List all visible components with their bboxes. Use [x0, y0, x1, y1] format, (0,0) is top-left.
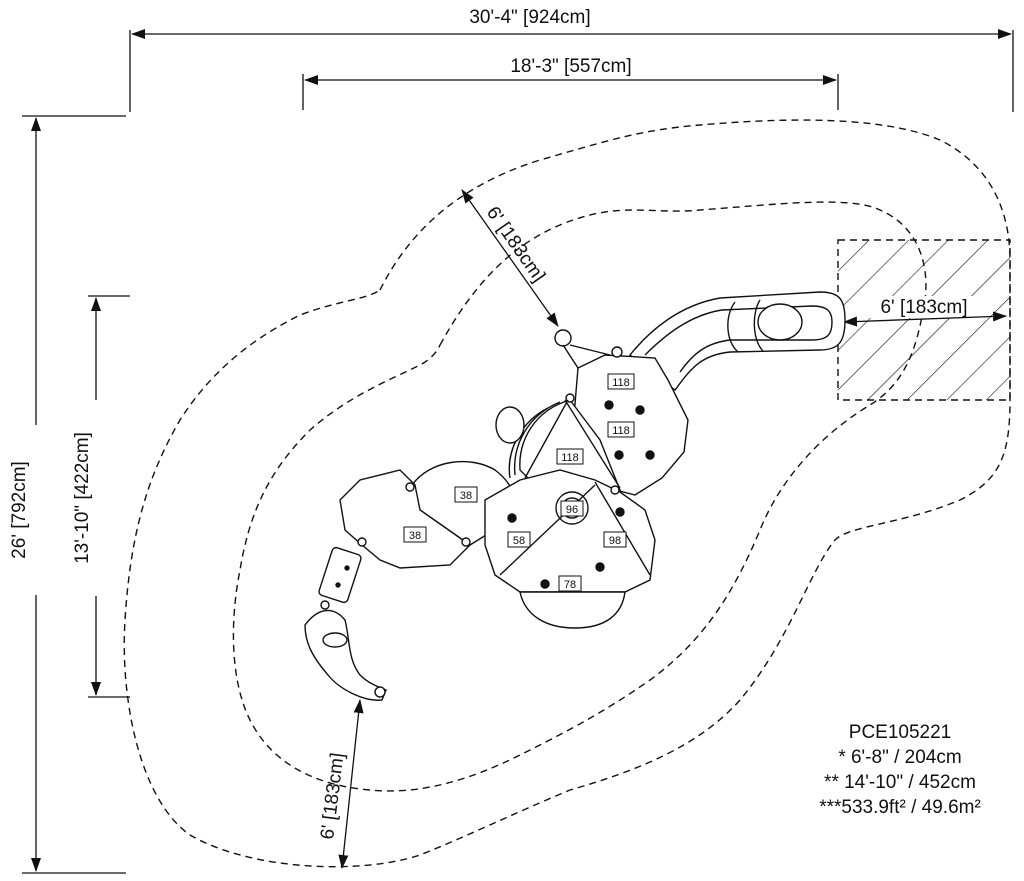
deck-label-78: 78 [558, 575, 582, 592]
structure-width-label: 18'-3" [557cm] [510, 56, 631, 77]
use-zone-upper-dimension [461, 189, 559, 327]
model-number: PCE105221 [848, 722, 952, 743]
structure-depth-label: 13'-10" [422cm] [72, 432, 93, 564]
svg-text:118: 118 [612, 377, 630, 389]
dimension-overall-width [129, 29, 1014, 112]
overall-depth-label: 26' [792cm] [9, 461, 30, 559]
deck-label-38-lower: 38 [403, 526, 427, 543]
play-structure [304, 291, 846, 701]
svg-text:118: 118 [612, 425, 630, 437]
svg-text:118: 118 [561, 452, 579, 464]
deck-label-96: 96 [560, 500, 584, 517]
deck-label-58: 58 [507, 531, 531, 548]
fall-height: * 6'-8" / 204cm [838, 747, 962, 768]
svg-text:96: 96 [566, 504, 578, 516]
deck-label-118-mid: 118 [607, 421, 635, 438]
deck-left-climber [339, 469, 472, 569]
slide-exit-zone [837, 239, 1011, 401]
svg-text:98: 98 [609, 535, 621, 547]
structure-length: ** 14'-10" / 452cm [824, 772, 976, 793]
svg-text:78: 78 [564, 579, 576, 591]
bridge-segment-left [318, 546, 362, 604]
slide-exit-zone-label: 6' [183cm] [880, 297, 967, 318]
curved-climber [304, 600, 387, 701]
svg-text:38: 38 [409, 530, 421, 542]
slide-exit-dimension [843, 311, 1007, 327]
tube-slide [629, 291, 846, 391]
dimension-structure-width [302, 74, 839, 110]
svg-text:58: 58 [513, 535, 525, 547]
svg-text:38: 38 [460, 490, 472, 502]
deck-label-118-top: 118 [607, 373, 635, 390]
use-zone-lower-dimension [338, 699, 364, 869]
use-zone-lower-label: 6' [183cm] [317, 752, 348, 841]
use-zone-inner [232, 201, 927, 792]
overall-width-label: 30'-4" [924cm] [469, 7, 590, 28]
product-info-block: PCE105221 * 6'-8" / 204cm ** 14'-10" / 4… [780, 720, 1020, 820]
use-zone-outer [123, 119, 1011, 868]
deck-center-curved [495, 399, 621, 496]
use-zone-area: ***533.9ft² / 49.6m² [819, 797, 981, 818]
deck-label-118-center: 118 [556, 448, 584, 465]
deck-label-38-upper: 38 [454, 486, 478, 503]
deck-label-98: 98 [603, 531, 627, 548]
use-zone-upper-label: 6' [183cm] [482, 203, 549, 286]
deck-main [484, 469, 656, 629]
